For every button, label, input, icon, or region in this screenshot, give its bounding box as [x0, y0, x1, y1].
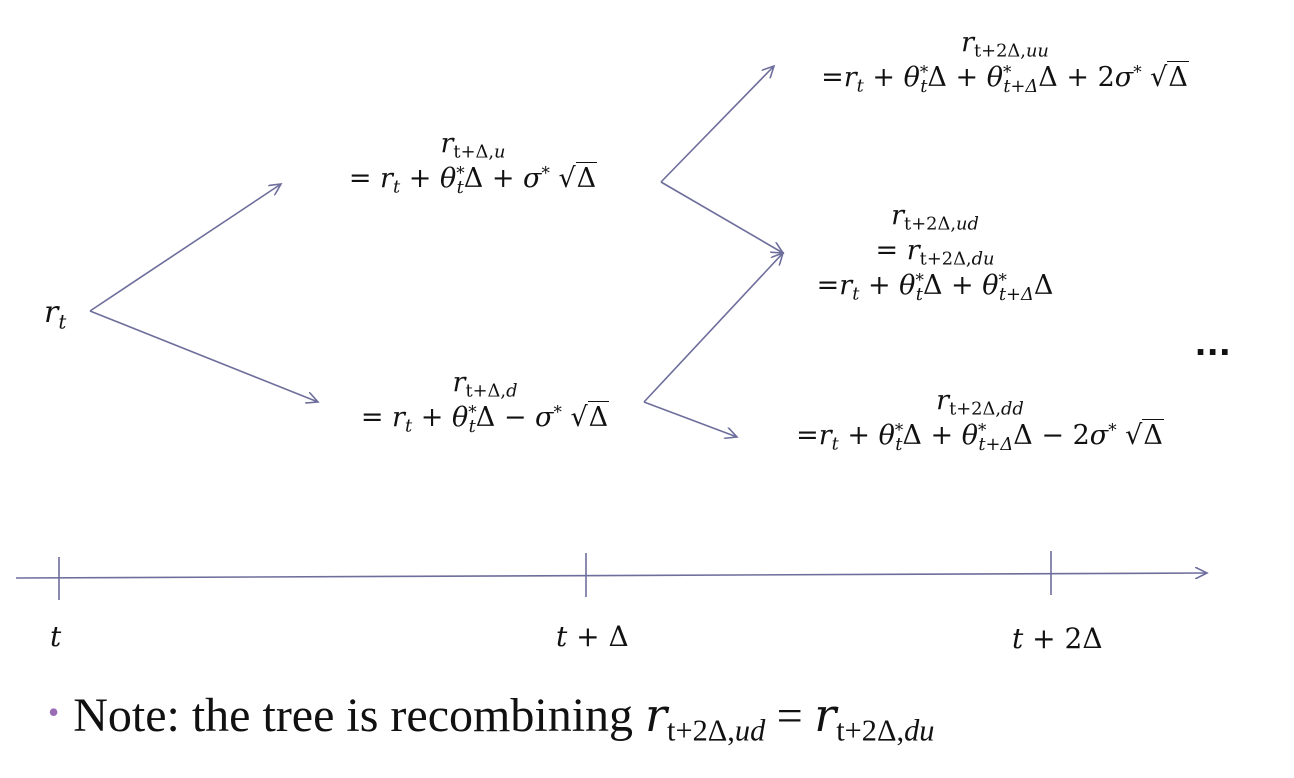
branch-root-down	[89, 310, 318, 402]
node-uu-label: rt+2Δ,uu	[961, 27, 1049, 62]
note-equation: rt+2Δ,ud = rt+2Δ,du	[645, 688, 935, 748]
node-ud-eq: = rt+2Δ,du	[875, 235, 995, 270]
node-ud: rt+2Δ,ud = rt+2Δ,du =rt + θ*tΔ + θ*t+ΔΔ	[790, 200, 1080, 306]
branch-d-dd	[643, 401, 737, 437]
node-u-expr: = rt + θ*tΔ + σ* √Δ	[348, 162, 598, 198]
branch-d-du	[643, 253, 783, 403]
node-u-label: rt+Δ,u	[440, 128, 506, 163]
continuation-ellipsis: ...	[1195, 320, 1232, 364]
node-ud-label: rt+2Δ,ud	[891, 200, 979, 235]
node-u: rt+Δ,u = rt + θ*tΔ + σ* √Δ	[318, 128, 628, 198]
node-d-expr: = rt + θ*tΔ − σ* √Δ	[360, 401, 610, 437]
node-dd-expr: =rt + θ*tΔ + θ*t+ΔΔ − 2σ* √Δ	[796, 419, 1164, 455]
bullet-icon: •	[48, 694, 60, 730]
node-uu-expr: =rt + θ*tΔ + θ*t+ΔΔ + 2σ* √Δ	[821, 61, 1189, 97]
time-axis-line	[15, 573, 1207, 578]
node-d: rt+Δ,d = rt + θ*tΔ − σ* √Δ	[330, 367, 640, 437]
branch-root-up	[89, 184, 281, 312]
node-dd-label: rt+2Δ,dd	[936, 385, 1024, 420]
branch-u-uu	[660, 66, 774, 183]
branch-u-ud	[660, 181, 783, 253]
tick-label-t: t	[50, 620, 62, 653]
note-text: Note: the tree is recombining	[73, 689, 634, 742]
tick-label-t-plus-delta: t + Δ	[556, 620, 629, 653]
tick-label-t-plus-2delta: t + 2Δ	[1012, 622, 1103, 655]
node-uu: rt+2Δ,uu =rt + θ*tΔ + θ*t+ΔΔ + 2σ* √Δ	[780, 27, 1230, 97]
root-node: rt	[44, 295, 67, 334]
node-ud-expr: =rt + θ*tΔ + θ*t+ΔΔ	[816, 269, 1054, 306]
note-bullet-line: • Note: the tree is recombining rt+2Δ,ud …	[48, 688, 934, 749]
node-dd: rt+2Δ,dd =rt + θ*tΔ + θ*t+ΔΔ − 2σ* √Δ	[760, 385, 1200, 455]
node-d-label: rt+Δ,d	[452, 367, 518, 402]
